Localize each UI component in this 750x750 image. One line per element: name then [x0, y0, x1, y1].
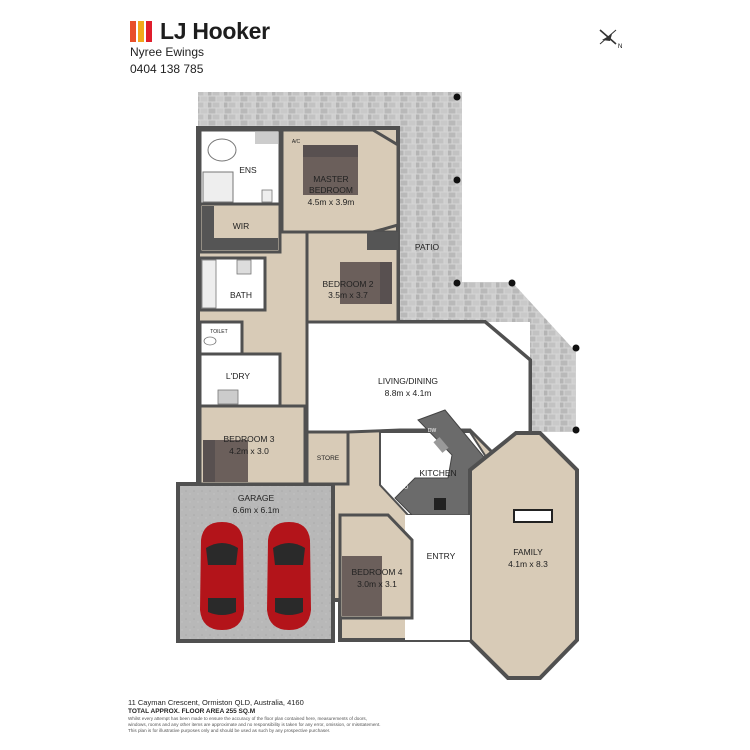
- laundry-label: L'DRY: [226, 371, 250, 381]
- brand-logo: LJ Hooker: [130, 18, 270, 45]
- living-dining-label: LIVING/DINING: [378, 376, 438, 386]
- brand-name: LJ Hooker: [160, 18, 270, 44]
- compass-label: N: [618, 44, 622, 50]
- ac-label: A/C: [292, 139, 301, 145]
- sink-icon: [433, 437, 449, 453]
- garage-size: 6.6m x 6.1m: [233, 505, 280, 515]
- bedroom-3-size: 4.2m x 3.0: [229, 446, 269, 456]
- entry-label: ENTRY: [427, 551, 456, 561]
- bedroom-4-label: BEDROOM 4: [351, 567, 402, 577]
- patio-posts: [453, 93, 580, 434]
- agent-info: Nyree Ewings 0404 138 785: [130, 44, 204, 78]
- ens-label: ENS: [239, 165, 257, 175]
- bath-label: BATH: [230, 290, 252, 300]
- store-label: STORE: [317, 455, 340, 462]
- footer: 11 Cayman Crescent, Ormiston QLD, Austra…: [128, 698, 668, 734]
- car-icon-left: [200, 522, 244, 630]
- bedroom-4-bed: [342, 556, 382, 616]
- shower-icon: [202, 171, 234, 203]
- master-label-line2: BEDROOM: [309, 185, 353, 195]
- laundry-room: [198, 352, 282, 408]
- family-table: [513, 509, 553, 523]
- property-address: 11 Cayman Crescent, Ormiston QLD, Austra…: [128, 698, 304, 707]
- room-labels: MASTER BEDROOM 4.5m x 3.9m A/C ENS WIR B…: [210, 139, 548, 589]
- car-icon-right: [267, 522, 311, 630]
- total-floor-area: TOTAL APPROX. FLOOR AREA 255 SQ.M: [128, 708, 256, 715]
- patio-label: PATIO: [415, 242, 440, 252]
- logo-icon: [130, 21, 152, 42]
- living-dining-size: 8.8m x 4.1m: [385, 388, 432, 398]
- cooktop-icon: [434, 498, 446, 510]
- kitchen-label: KITCHEN: [419, 468, 456, 478]
- bedroom-2-label: BEDROOM 2: [322, 279, 373, 289]
- family-size: 4.1m x 8.3: [508, 559, 548, 569]
- bathtub-icon: [207, 138, 237, 162]
- bedroom-2-size: 3.5m x 3.7: [328, 290, 368, 300]
- disclaimer: Whilst every attempt has been made to en…: [128, 716, 381, 733]
- bedroom-3-label: BEDROOM 3: [223, 434, 274, 444]
- bedroom-4-size: 3.0m x 3.1: [357, 579, 397, 589]
- master-size: 4.5m x 3.9m: [308, 197, 355, 207]
- wall-oven-label: W/O: [398, 485, 408, 491]
- toilet-icon: [261, 189, 273, 203]
- bath-tub-icon: [201, 259, 217, 309]
- vanity-icon: [255, 132, 278, 144]
- master-label-line1: MASTER: [313, 174, 348, 184]
- family-label: FAMILY: [513, 547, 543, 557]
- store-room: [305, 430, 350, 486]
- dishwasher-label: DW: [428, 428, 437, 434]
- kitchen-bench: [394, 409, 489, 516]
- agent-phone: 0404 138 785: [130, 62, 204, 76]
- family-room: [468, 431, 579, 680]
- agent-name: Nyree Ewings: [130, 45, 205, 59]
- garage-label: GARAGE: [238, 493, 275, 503]
- wir-label: WIR: [233, 221, 250, 231]
- north-arrow-icon: N: [596, 26, 626, 50]
- toilet-label: TOILET: [210, 329, 227, 335]
- header: LJ Hooker Nyree Ewings 0404 138 785 N: [0, 0, 750, 90]
- entry-room: [405, 515, 470, 640]
